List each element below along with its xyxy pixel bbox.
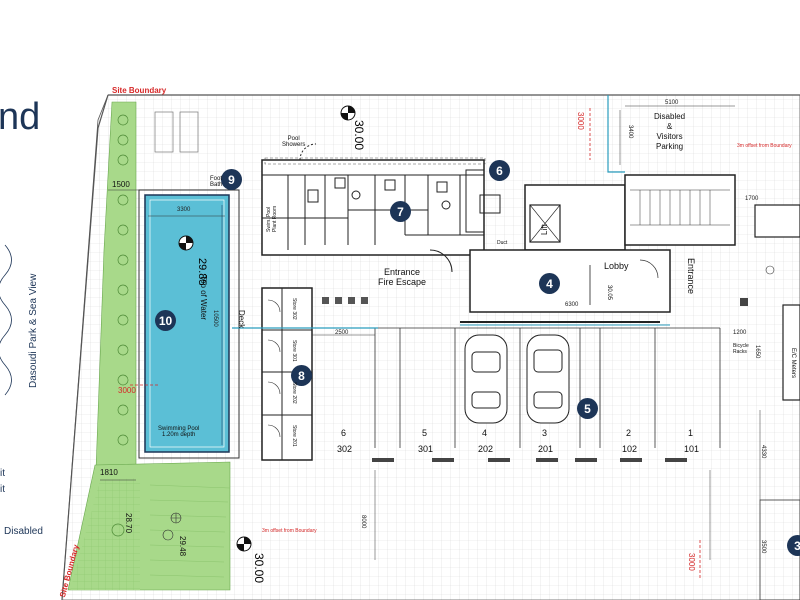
parking-space-2: 2 bbox=[626, 428, 632, 438]
foot-bath-label: Foot Bath bbox=[210, 176, 223, 188]
store-302-label: Store 302 bbox=[291, 298, 297, 320]
swimming-pool-label: Swimming Pool 1.20m depth bbox=[158, 426, 200, 438]
dim-8000: 8000 bbox=[360, 515, 366, 529]
lift-label: Lift bbox=[540, 224, 549, 235]
parking-id-201: 201 bbox=[538, 444, 554, 454]
parking-id-202: 202 bbox=[478, 444, 494, 454]
level-symbol bbox=[340, 105, 356, 121]
store-202-label: Store 202 bbox=[291, 382, 297, 404]
store-201-label: Store 201 bbox=[291, 425, 297, 447]
disabled-visitors-parking-label: Disabled & Visitors Parking bbox=[654, 112, 686, 151]
marker-8: 8 bbox=[291, 365, 312, 386]
pool-showers-label: Pool Showers bbox=[282, 136, 306, 148]
parked-car bbox=[526, 334, 570, 424]
dim-1500: 1500 bbox=[112, 180, 130, 189]
site-boundary-label-top: Site Boundary bbox=[112, 86, 167, 95]
parking-space-5: 5 bbox=[422, 428, 428, 438]
parking-id-301: 301 bbox=[418, 444, 434, 454]
marker-3: 3 bbox=[787, 535, 800, 556]
dim-1200: 1200 bbox=[733, 330, 747, 336]
parked-car bbox=[464, 334, 508, 424]
level-pool: 29.85 bbox=[196, 258, 208, 286]
marker-4: 4 bbox=[539, 273, 560, 294]
page-title: nd bbox=[0, 96, 41, 138]
legend-item-2: it bbox=[0, 484, 5, 495]
duct-label: Duct bbox=[497, 240, 508, 246]
level-garden-b: 29.48 bbox=[178, 536, 187, 557]
marker-10: 10 bbox=[155, 310, 176, 331]
parking-space-1: 1 bbox=[688, 428, 694, 438]
store-301-label: Store 301 bbox=[291, 340, 297, 362]
lobby-label: Lobby bbox=[604, 261, 629, 271]
legend-disabled: Disabled bbox=[4, 526, 43, 537]
dim-3500: 3500 bbox=[760, 540, 766, 554]
dim-red-3000-bottom: 3000 bbox=[687, 553, 696, 571]
level-symbol bbox=[178, 235, 194, 251]
level-top: 30.00 bbox=[352, 120, 366, 151]
dim-red-3000-top: 3000 bbox=[576, 112, 585, 130]
ec-meters-label: E/C Meters bbox=[790, 348, 796, 379]
legend-item-1: it bbox=[0, 468, 5, 479]
level-garden-a: 28.70 bbox=[124, 513, 133, 534]
offset-note-top: 3m offset from Boundary bbox=[737, 143, 792, 149]
level-bottom: 30.00 bbox=[252, 553, 266, 584]
parking-id-302: 302 bbox=[337, 444, 353, 454]
marker-7: 7 bbox=[390, 201, 411, 222]
dim-3400: 3400 bbox=[627, 125, 633, 139]
level-symbol bbox=[236, 536, 252, 552]
level-lobby: 30.05 bbox=[606, 285, 612, 301]
parking-space-6: 6 bbox=[341, 428, 347, 438]
entrance-fire-escape-label: Entrance Fire Escape bbox=[378, 267, 427, 287]
plant-room-label: Swim. Pool Plant Room bbox=[266, 205, 278, 232]
dim-1650: 1650 bbox=[754, 345, 760, 359]
dim-red-3000-left: 3000 bbox=[118, 386, 136, 395]
offset-note-bottom: 3m offset from Boundary bbox=[262, 528, 317, 534]
parking-id-102: 102 bbox=[622, 444, 638, 454]
dim-2500: 2500 bbox=[335, 330, 349, 336]
dim-pool-width: 3300 bbox=[177, 207, 191, 213]
marker-6: 6 bbox=[489, 160, 510, 181]
bicycle-racks-label: Bicycle Racks bbox=[733, 343, 749, 355]
dim-6300: 6300 bbox=[565, 302, 579, 308]
parking-id-101: 101 bbox=[684, 444, 700, 454]
dim-pool-length: 10500 bbox=[212, 310, 218, 327]
parking-space-3: 3 bbox=[542, 428, 548, 438]
deck-label: Deck bbox=[237, 310, 246, 329]
parking-space-4: 4 bbox=[482, 428, 488, 438]
dim-1700: 1700 bbox=[745, 196, 759, 202]
legend-view-label: Dasoudi Park & Sea View bbox=[28, 273, 39, 388]
dim-5100: 5100 bbox=[665, 100, 679, 106]
dim-4330: 4330 bbox=[760, 445, 766, 459]
marker-9: 9 bbox=[221, 169, 242, 190]
marker-5: 5 bbox=[577, 398, 598, 419]
entrance-label: Entrance bbox=[686, 258, 696, 295]
dim-1810: 1810 bbox=[100, 468, 118, 477]
